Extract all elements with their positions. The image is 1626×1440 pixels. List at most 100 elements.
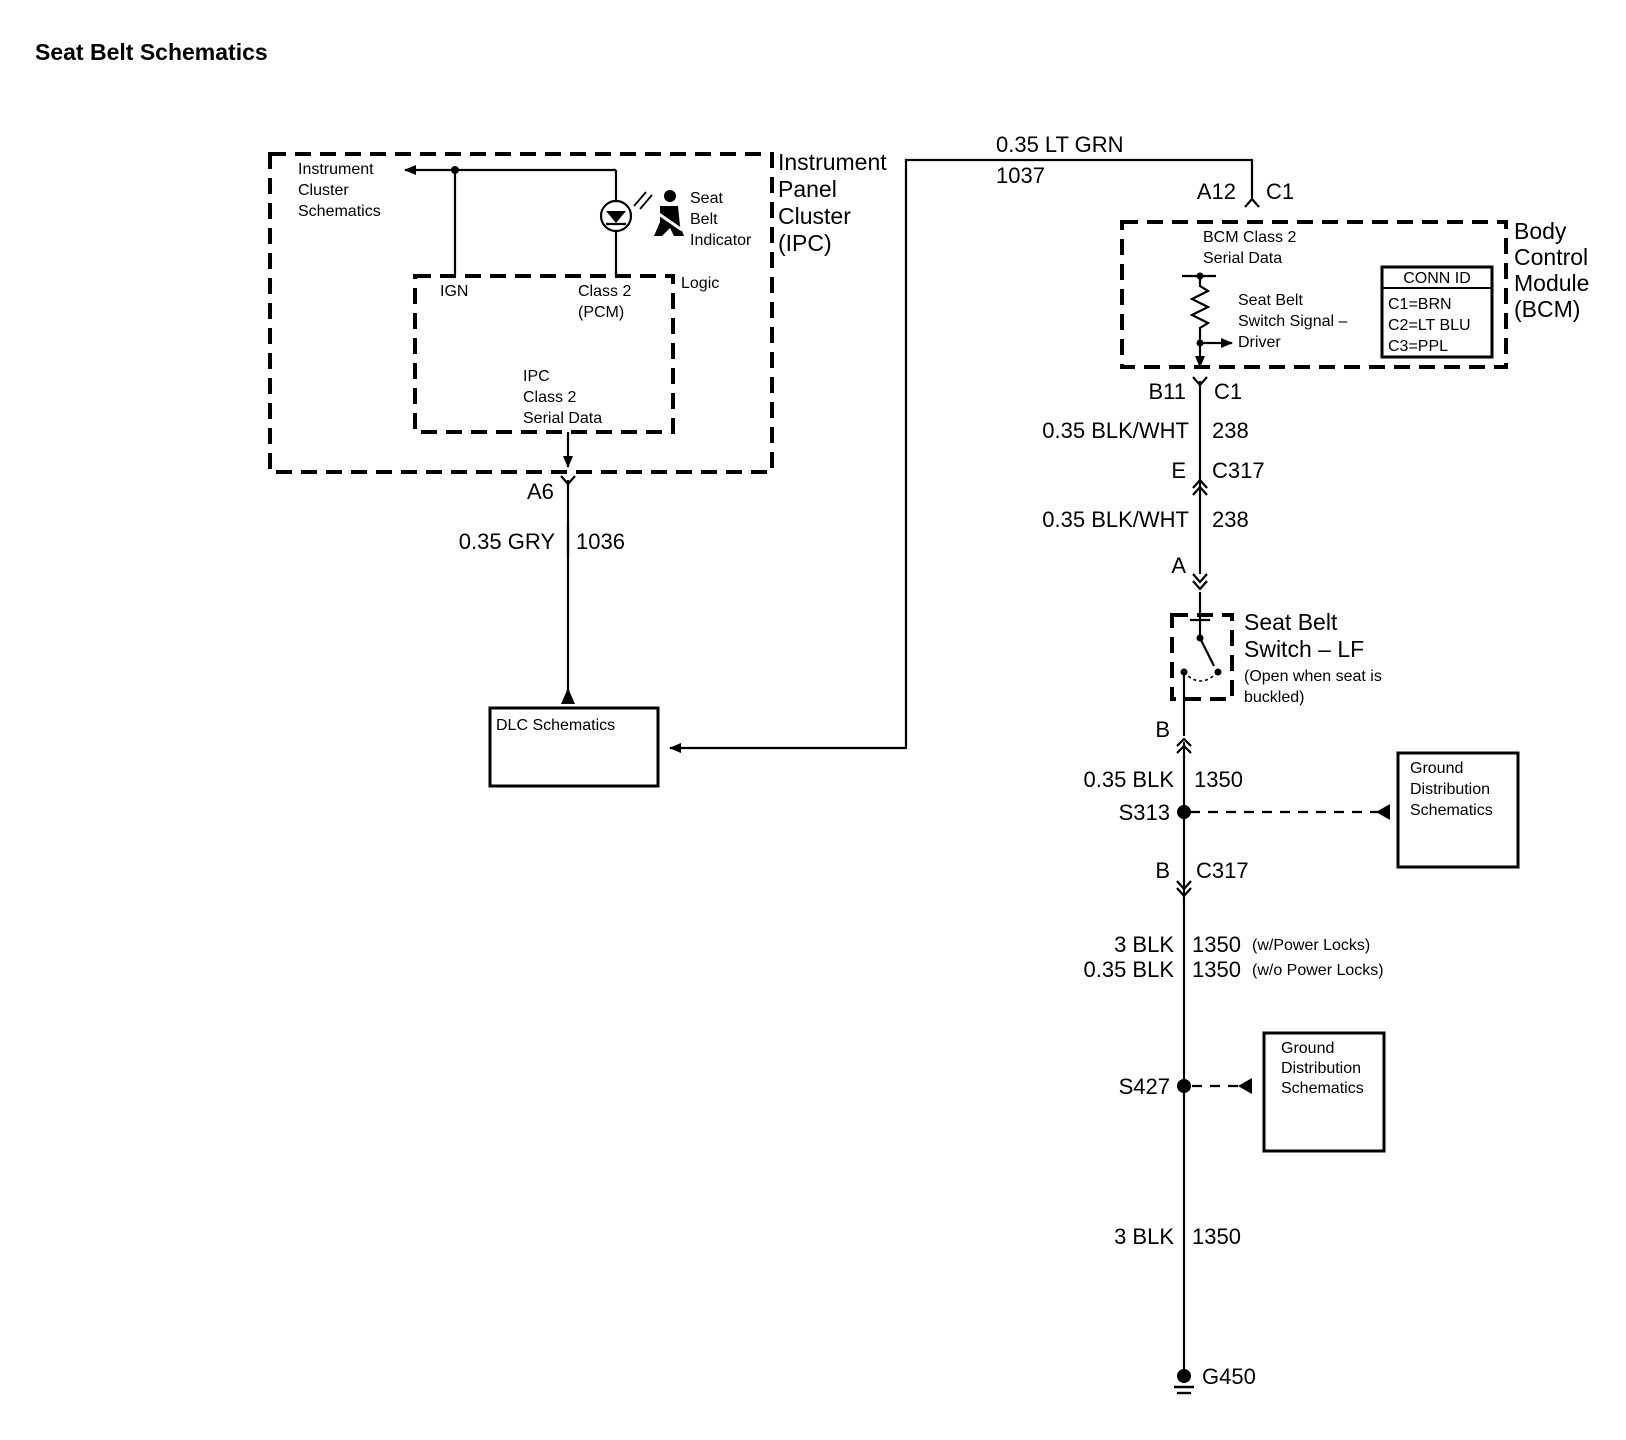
pin-a6-label: A6	[527, 479, 554, 504]
resistor-icon	[1189, 276, 1211, 343]
ground-distribution-label-1: Ground Distribution Schematics	[1410, 760, 1493, 819]
pin-b-upper-label: B	[1155, 717, 1170, 742]
svg-text:Class 2: Class 2	[578, 283, 631, 300]
svg-text:CONN ID: CONN ID	[1403, 270, 1471, 287]
dlc-schematics-box[interactable]	[488, 706, 660, 788]
svg-text:Panel: Panel	[778, 176, 837, 202]
connector-c317-lower-label: C317	[1196, 858, 1249, 883]
wire-blk-wht-lower-gauge: 0.35 BLK/WHT	[1042, 507, 1189, 532]
logic-label: Logic	[681, 275, 719, 292]
svg-text:C3=PPL: C3=PPL	[1388, 338, 1448, 355]
svg-text:Seat Belt: Seat Belt	[1238, 292, 1303, 309]
pin-b11-label: B11	[1148, 379, 1186, 404]
svg-text:Belt: Belt	[690, 211, 718, 228]
svg-text:Driver: Driver	[1238, 334, 1281, 351]
bcm-module-boundary	[1120, 220, 1508, 369]
wire-lt-grn-gauge-label: 0.35 LT GRN	[996, 132, 1124, 157]
pin-b-lower-label: B	[1155, 858, 1170, 883]
seat-belt-indicator-label: Seat Belt Indicator	[690, 190, 752, 249]
ground-distribution-box-1[interactable]	[1396, 751, 1520, 869]
pin-a-label: A	[1171, 553, 1186, 578]
pin-a12-label: A12	[1197, 179, 1236, 204]
svg-text:Ground: Ground	[1410, 760, 1463, 777]
svg-text:Schematics: Schematics	[1281, 1080, 1364, 1097]
svg-text:Body: Body	[1514, 218, 1567, 244]
svg-text:C2=LT BLU: C2=LT BLU	[1388, 317, 1471, 334]
ground-distribution-box-2[interactable]	[1262, 1031, 1386, 1153]
svg-text:Ground: Ground	[1281, 1040, 1334, 1057]
connector-c317-e-symbol	[1192, 478, 1208, 496]
class2-pcm-label: Class 2 (PCM)	[578, 283, 631, 321]
wire-blk-switch-circuit: 1350	[1194, 767, 1243, 792]
svg-text:(PCM): (PCM)	[578, 304, 624, 321]
seat-belt-warning-icon	[654, 190, 684, 236]
svg-text:Distribution: Distribution	[1281, 1060, 1361, 1077]
wire-blk-wht-upper-circuit: 238	[1212, 418, 1249, 443]
svg-text:(IPC): (IPC)	[778, 230, 832, 256]
svg-text:Schematics: Schematics	[298, 203, 381, 220]
svg-text:Distribution: Distribution	[1410, 781, 1490, 798]
svg-text:Seat: Seat	[690, 190, 723, 207]
ground-g450-label: G450	[1202, 1364, 1256, 1389]
led-icon	[599, 191, 653, 233]
wire-lt-grn-1037	[669, 158, 1254, 753]
svg-text:Instrument: Instrument	[778, 149, 887, 175]
svg-text:Cluster: Cluster	[778, 203, 851, 229]
svg-text:Switch Signal –: Switch Signal –	[1238, 313, 1347, 330]
splice-s427-dot	[1177, 1079, 1191, 1093]
pin-e-label: E	[1171, 458, 1186, 483]
s313-ground-arrow	[1376, 804, 1390, 820]
ground-icon	[1174, 1369, 1194, 1395]
connector-c1-top-label: C1	[1266, 179, 1294, 204]
svg-text:buckled): buckled)	[1244, 689, 1304, 706]
instrument-cluster-schematics-ref[interactable]: Instrument Cluster Schematics	[298, 161, 381, 220]
svg-text:Cluster: Cluster	[298, 182, 349, 199]
wire-blk-wht-upper-gauge: 0.35 BLK/WHT	[1042, 418, 1189, 443]
connector-c317-b-symbol	[1176, 880, 1192, 898]
seat-belt-switch-boundary	[1170, 613, 1234, 701]
wire-blk-wht-lower-circuit: 238	[1212, 507, 1249, 532]
wire-gry-circuit-label: 1036	[576, 529, 625, 554]
connector-a12-symbol	[1244, 197, 1260, 208]
ipc-serial-data-label: IPC Class 2 Serial Data	[523, 368, 602, 427]
wire-blk-no-power-locks-note: (w/o Power Locks)	[1252, 962, 1384, 979]
svg-text:BCM Class 2: BCM Class 2	[1203, 229, 1296, 246]
svg-text:Class 2: Class 2	[523, 389, 576, 406]
bcm-serial-data-label: BCM Class 2 Serial Data	[1203, 229, 1296, 267]
svg-text:Instrument: Instrument	[298, 161, 374, 178]
switch-contact-icon	[1180, 634, 1222, 682]
svg-text:Indicator: Indicator	[690, 232, 752, 249]
splice-s313-label: S313	[1119, 800, 1170, 825]
conn-id-table: CONN ID C1=BRN C2=LT BLU C3=PPL	[1380, 265, 1494, 359]
svg-text:(Open when seat is: (Open when seat is	[1244, 668, 1382, 685]
svg-text:Serial Data: Serial Data	[523, 410, 602, 427]
connector-c1-bottom-label: C1	[1214, 379, 1242, 404]
svg-text:(BCM): (BCM)	[1514, 296, 1580, 322]
splice-s427-label: S427	[1119, 1074, 1170, 1099]
ground-distribution-label-2: Ground Distribution Schematics	[1281, 1040, 1364, 1097]
wire-blk-power-locks-gauge: 3 BLK	[1114, 932, 1174, 957]
bcm-module-label: Body Control Module (BCM)	[1514, 218, 1589, 322]
seat-belt-switch-label: Seat Belt Switch – LF	[1244, 609, 1364, 662]
wire-gry-gauge-label: 0.35 GRY	[459, 529, 556, 554]
svg-text:C1=BRN: C1=BRN	[1388, 296, 1452, 313]
wire-blk-power-locks-circuit: 1350	[1192, 932, 1241, 957]
wire-blk-no-power-locks-circuit: 1350	[1192, 957, 1241, 982]
switch-signal-label: Seat Belt Switch Signal – Driver	[1238, 292, 1347, 351]
svg-text:Module: Module	[1514, 270, 1589, 296]
ipc-logic-block	[413, 274, 675, 434]
ipc-module-label: Instrument Panel Cluster (IPC)	[778, 149, 887, 256]
connector-a-symbol	[1192, 573, 1208, 591]
wire-blk-ground-gauge: 3 BLK	[1114, 1224, 1174, 1249]
page-title: Seat Belt Schematics	[35, 39, 268, 65]
wire-blk-power-locks-note: (w/Power Locks)	[1252, 937, 1370, 954]
wire-lt-grn-circuit-label: 1037	[996, 163, 1045, 188]
connector-c317-upper-label: C317	[1212, 458, 1265, 483]
dlc-schematics-label: DLC Schematics	[496, 717, 615, 734]
seat-belt-switch-note: (Open when seat is buckled)	[1244, 668, 1382, 706]
dlc-arrow-up	[561, 688, 575, 704]
splice-s313-dot	[1177, 805, 1191, 819]
wire-blk-ground-circuit: 1350	[1192, 1224, 1241, 1249]
svg-text:IPC: IPC	[523, 368, 550, 385]
